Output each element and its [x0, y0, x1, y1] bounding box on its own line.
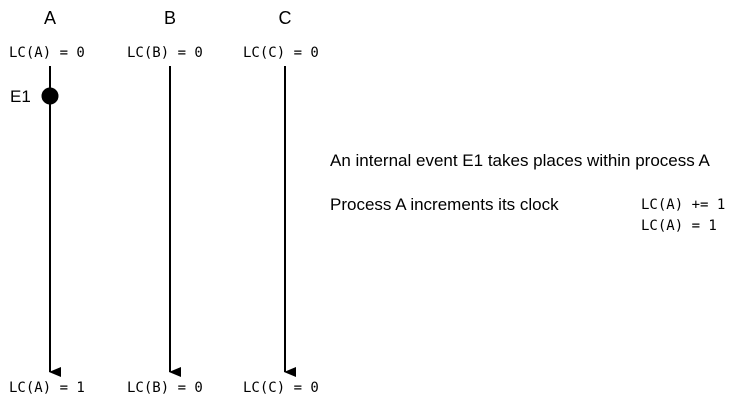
process-c-initial-clock: LC(C) = 0 — [243, 45, 319, 61]
process-a-initial-clock: LC(A) = 0 — [9, 45, 85, 61]
process-a-final-clock: LC(A) = 1 — [9, 380, 85, 396]
clock-update-line-2: LC(A) = 1 — [641, 218, 717, 234]
clock-update-line-1: LC(A) += 1 — [641, 197, 725, 213]
process-a: A LC(A) = 0 LC(A) = 1 — [9, 8, 85, 396]
description-line-1: An internal event E1 takes places within… — [330, 151, 711, 170]
process-b-final-clock: LC(B) = 0 — [127, 380, 203, 396]
process-c-name: C — [279, 8, 292, 28]
process-c: C LC(C) = 0 LC(C) = 0 — [243, 8, 319, 396]
process-b: B LC(B) = 0 LC(B) = 0 — [127, 8, 203, 396]
event-e1: E1 — [10, 87, 59, 106]
event-e1-label: E1 — [10, 87, 31, 106]
description-line-2: Process A increments its clock — [330, 195, 559, 214]
explanation: An internal event E1 takes places within… — [330, 151, 725, 234]
process-b-initial-clock: LC(B) = 0 — [127, 45, 203, 61]
process-b-name: B — [164, 8, 176, 28]
process-a-name: A — [44, 8, 56, 28]
process-c-final-clock: LC(C) = 0 — [243, 380, 319, 396]
event-e1-dot — [41, 87, 59, 105]
